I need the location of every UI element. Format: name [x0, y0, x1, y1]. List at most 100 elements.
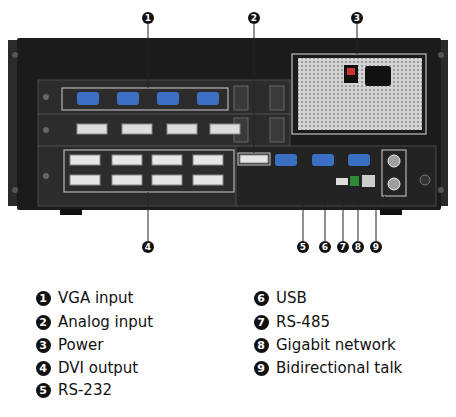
- dvi-connector: [122, 124, 152, 134]
- leader-line: [376, 196, 385, 241]
- callout-number: 4: [142, 241, 154, 253]
- callout-number-text: 8: [352, 241, 364, 253]
- callout-number: 5: [36, 383, 51, 398]
- callout-circle: [36, 315, 51, 330]
- leader-line: [300, 198, 303, 241]
- callout-circle: [337, 241, 349, 253]
- callout-number: 8: [254, 338, 269, 353]
- callout-circle: [254, 338, 269, 353]
- vga-connector: [117, 92, 139, 105]
- foot: [380, 209, 402, 215]
- output-card: [38, 146, 238, 206]
- part-name: USB: [276, 289, 307, 307]
- screw: [12, 187, 18, 193]
- screw: [12, 52, 18, 58]
- callout-number-text: 9: [254, 361, 269, 376]
- ground-knob: [420, 175, 430, 185]
- dvi-connector: [152, 155, 182, 165]
- dvi-connector: [210, 124, 240, 134]
- callout-number-text: 9: [370, 241, 382, 253]
- callout-number-text: 5: [36, 383, 51, 398]
- callout-number-text: 8: [254, 338, 269, 353]
- leader-line: [357, 24, 358, 54]
- psu-outline: [292, 54, 426, 134]
- part-name: Power: [58, 336, 103, 354]
- bnc-outline: [382, 150, 406, 196]
- dvi-connector: [70, 155, 100, 165]
- dvi-connector: [70, 175, 100, 185]
- callout-circle: [319, 241, 331, 253]
- callout-number: 1: [142, 12, 154, 24]
- callout-number: 9: [370, 241, 382, 253]
- callout-circle: [297, 241, 309, 253]
- callout-circle: [36, 383, 51, 398]
- vga-connector: [157, 92, 179, 105]
- power-socket: [365, 66, 391, 86]
- dvi-connector: [112, 155, 142, 165]
- callout-number: 2: [248, 12, 260, 24]
- callout-number: 9: [254, 361, 269, 376]
- bnc-connector: [388, 178, 400, 190]
- callout-number-text: 4: [36, 361, 51, 376]
- callout-number: 8: [352, 241, 364, 253]
- callout-number-text: 2: [248, 12, 260, 24]
- dvi-connector: [112, 175, 142, 185]
- part-name: Bidirectional talk: [276, 359, 402, 377]
- leader-line: [148, 24, 149, 88]
- callout-number-text: 1: [142, 12, 154, 24]
- rs232-connector: [275, 154, 297, 166]
- vga-connector: [197, 92, 219, 105]
- callout-number: 6: [254, 291, 269, 306]
- callout-number-text: 4: [142, 241, 154, 253]
- input-card: [38, 80, 290, 114]
- callout-circle: [352, 241, 364, 253]
- screw: [43, 94, 49, 100]
- callout-circle: [254, 291, 269, 306]
- rs232-connector: [348, 154, 370, 166]
- dvi-connector: [193, 175, 223, 185]
- callout-number-text: 1: [36, 291, 51, 306]
- callout-number: 6: [319, 241, 331, 253]
- callout-number: 2: [36, 315, 51, 330]
- dvi-connector: [167, 124, 197, 134]
- card-handle: [270, 86, 284, 110]
- vga-connector: [77, 92, 99, 105]
- callout-circle: [36, 338, 51, 353]
- card-handle: [270, 118, 284, 142]
- screw: [43, 173, 49, 179]
- card-handle: [234, 86, 248, 110]
- callout-circle: [36, 291, 51, 306]
- dvi-connector: [152, 175, 182, 185]
- part-name: RS-485: [276, 313, 330, 331]
- part-name: VGA input: [58, 289, 134, 307]
- callout-number-text: 2: [36, 315, 51, 330]
- dvi-connector: [77, 124, 107, 134]
- network-port: [362, 175, 375, 187]
- callout-circle: [248, 12, 260, 24]
- dvi-outline: [64, 150, 234, 192]
- chassis: [17, 38, 441, 210]
- leader-line: [148, 192, 149, 241]
- foot: [60, 209, 82, 215]
- callout-number-text: 7: [254, 315, 269, 330]
- rs485-terminal: [350, 176, 359, 186]
- callout-number: 1: [36, 291, 51, 306]
- callout-number: 3: [36, 338, 51, 353]
- dvi-connector: [240, 155, 268, 163]
- callout-circle: [370, 241, 382, 253]
- vga-outline: [62, 88, 228, 110]
- part-name: Gigabit network: [276, 336, 396, 354]
- callout-circle: [142, 12, 154, 24]
- callout-number: 5: [297, 241, 309, 253]
- bnc-connector: [388, 155, 400, 167]
- screw: [438, 52, 444, 58]
- leader-line: [325, 186, 340, 241]
- part-name: RS-232: [58, 381, 112, 399]
- callout-number: 7: [337, 241, 349, 253]
- power-switch: [347, 68, 355, 75]
- leader-line: [343, 187, 353, 241]
- callout-circle: [36, 361, 51, 376]
- leader-line: [254, 24, 255, 153]
